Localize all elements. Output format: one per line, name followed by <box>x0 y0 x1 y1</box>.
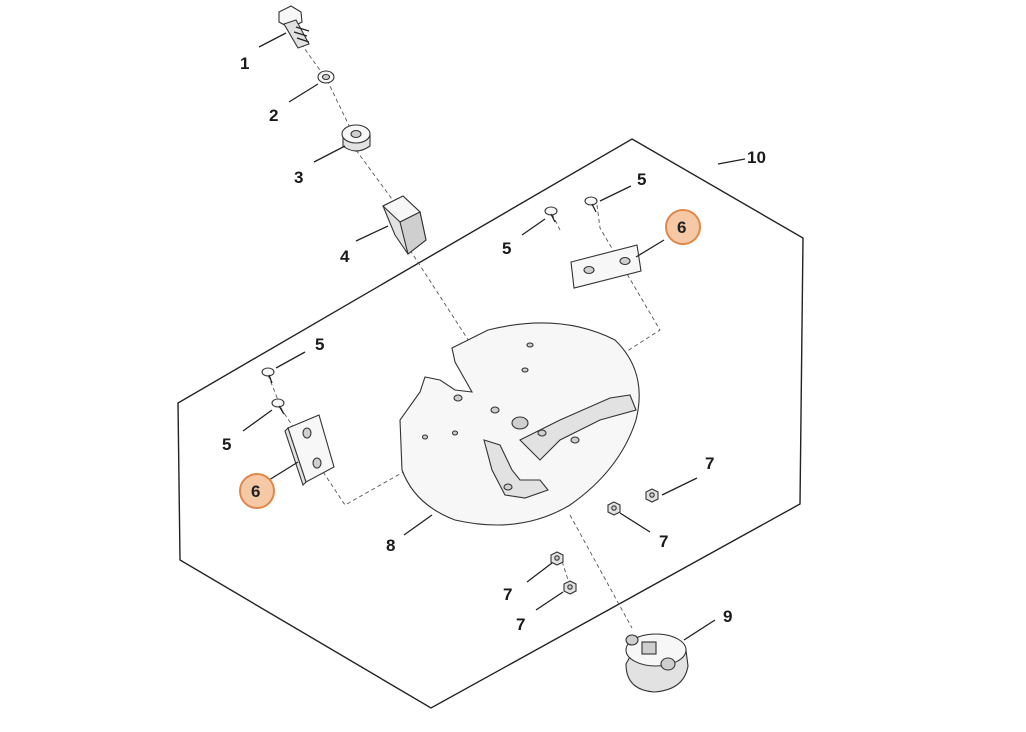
label-part-5-b[interactable]: 5 <box>637 170 646 189</box>
part-5-screw-top-left[interactable] <box>544 206 558 223</box>
part-6-plate-right[interactable] <box>570 244 642 289</box>
part-7-nut-4[interactable] <box>563 580 577 595</box>
label-part-6-right[interactable]: 6 <box>677 218 686 237</box>
part-3-bushing[interactable] <box>341 124 371 152</box>
label-part-5-d[interactable]: 5 <box>222 435 231 454</box>
label-part-5-a[interactable]: 5 <box>502 239 511 258</box>
part-7-nut-1[interactable] <box>645 488 659 503</box>
label-part-1[interactable]: 1 <box>240 54 249 73</box>
highlight-circle-6-left <box>239 473 275 509</box>
label-part-6-left[interactable]: 6 <box>251 482 260 501</box>
part-1-bolt[interactable] <box>278 5 310 49</box>
part-6-plate-left[interactable] <box>284 414 335 487</box>
part-4-bracket[interactable] <box>382 195 427 255</box>
assembly-guide-lines <box>267 37 661 629</box>
assembly-boundary-part-10 <box>177 138 804 709</box>
label-part-5-c[interactable]: 5 <box>315 335 324 354</box>
label-part-7-a[interactable]: 7 <box>705 454 714 473</box>
part-7-nut-3[interactable] <box>550 551 564 566</box>
label-part-7-c[interactable]: 7 <box>503 585 512 604</box>
part-labels: 1 2 3 4 5 5 5 5 6 6 7 7 7 7 8 9 10 <box>222 54 766 634</box>
part-8-base-plate[interactable] <box>399 322 640 526</box>
part-2-washer[interactable] <box>317 70 335 84</box>
part-7-nut-2[interactable] <box>607 501 621 516</box>
part-5-screw-top-right[interactable] <box>584 196 598 213</box>
label-part-8[interactable]: 8 <box>386 536 395 555</box>
label-part-3[interactable]: 3 <box>294 168 303 187</box>
label-part-4[interactable]: 4 <box>340 247 350 266</box>
label-part-7-b[interactable]: 7 <box>659 532 668 551</box>
label-part-2[interactable]: 2 <box>269 106 278 125</box>
part-5-screw-left-lower[interactable] <box>271 398 285 415</box>
leader-lines <box>242 32 746 641</box>
part-9-hub[interactable] <box>625 633 689 693</box>
label-part-7-d[interactable]: 7 <box>516 615 525 634</box>
label-part-10[interactable]: 10 <box>747 148 766 167</box>
label-part-9[interactable]: 9 <box>723 607 732 626</box>
part-5-screw-left-upper[interactable] <box>261 367 275 384</box>
highlight-circle-6-right <box>665 209 701 245</box>
